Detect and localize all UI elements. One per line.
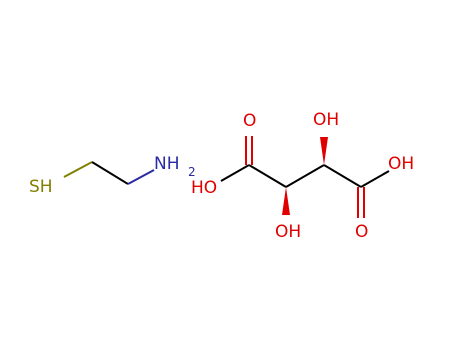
upper-hydroxyl: OH [313, 110, 339, 130]
lower-hydroxyl: OH [275, 222, 301, 242]
bond-c1-oh-left [220, 164, 250, 182]
bond-c3-c4 [323, 164, 362, 188]
cysteamine-molecule: SH NH 2 [29, 154, 196, 197]
bond-c2-n [127, 169, 155, 185]
bond-s-c1 [63, 161, 93, 178]
bond-c2-c3 [285, 164, 325, 188]
right-carboxyl-hydroxyl: OH [388, 154, 414, 174]
wedge-c3-oh [320, 137, 328, 165]
bond-c1-c2 [91, 161, 129, 185]
right-carbonyl-oxygen: O [355, 222, 368, 242]
amine-label: NH [154, 154, 180, 174]
bond-c4-oh-right [360, 170, 390, 188]
tartaric-acid-molecule: O HO OH OH OH O [191, 110, 414, 242]
left-carboxyl-hydroxyl: HO [191, 178, 217, 198]
wedge-c2-oh [282, 187, 290, 215]
bond-c1-c2 [248, 164, 287, 188]
thiol-label: SH [29, 177, 53, 197]
left-carbonyl-oxygen: O [243, 111, 256, 131]
amine-subscript: 2 [188, 165, 196, 179]
